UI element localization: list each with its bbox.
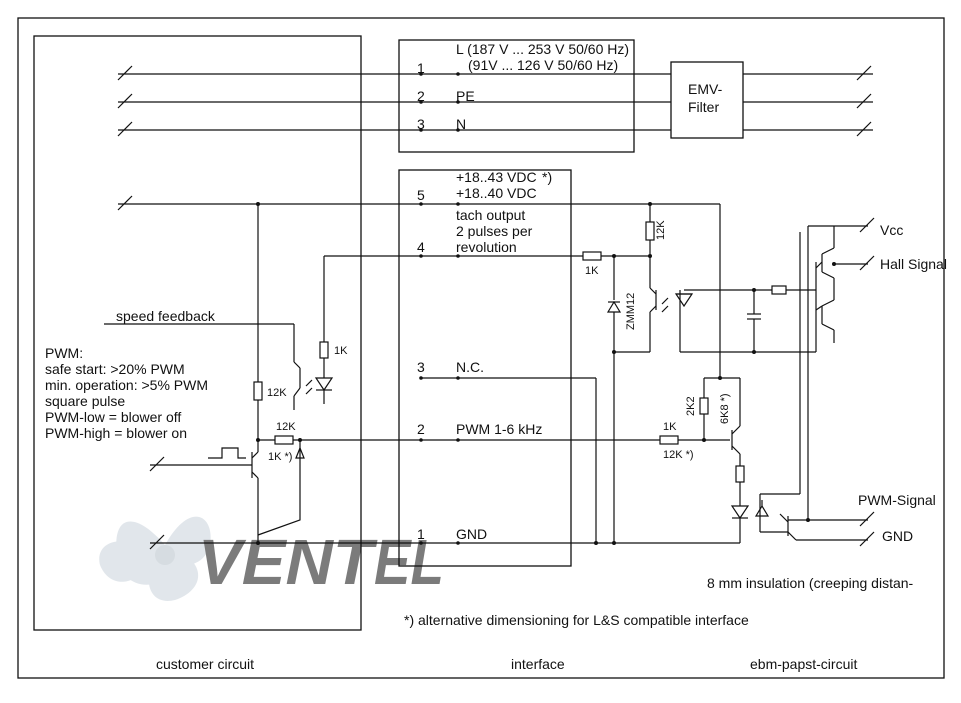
mains-n: N [456,116,466,132]
iface-tach-3: revolution [456,239,517,255]
ebm-wiring [582,202,875,547]
customer-r-1k: 1K [334,345,348,357]
watermark-el: EL [374,526,444,598]
insulation-note: 8 mm insulation (creeping distan- [707,575,914,591]
mains-l-line1: L (187 V ... 253 V 50/60 Hz) [456,41,629,57]
fan-logo-icon [99,516,211,601]
caption-ebm-papst-circuit: ebm-papst-circuit [750,656,857,672]
watermark-vent: VENT [198,526,378,598]
iface-tach-1: tach output [456,207,525,223]
iface-pin-3: 3 [417,359,425,375]
iface-pin-1: 1 [417,526,425,542]
customer-wiring [104,195,740,550]
mains-pin-1: 1 [417,60,425,76]
iface-pin-4: 4 [417,239,425,255]
ebm-r-12k: 12K [655,220,667,240]
iface-gnd: GND [456,526,487,542]
iface-pin-5: 5 [417,187,425,203]
pwm-signal-label: PWM-Signal [858,492,936,508]
iface-pin-2: 2 [417,421,425,437]
customer-r-1k-note: 1K *) [268,451,292,463]
mains-pe: PE [456,88,475,104]
mains-pin-2: 2 [417,88,425,104]
interface-connector-box [398,169,572,567]
iface-v40: +18..40 VDC [456,185,537,201]
pwm-note-2: min. operation: >5% PWM [45,377,208,393]
ebm-r-2k2: 2K2 [685,396,697,416]
ebm-r-1k: 1K [585,265,599,277]
customer-r-12k-vertical: 12K [267,387,287,399]
pwm-note-3: square pulse [45,393,125,409]
iface-pwm: PWM 1-6 kHz [456,421,542,437]
emv-filter-label-1: EMV- [688,81,723,97]
alternative-dimensioning-note: *) alternative dimensioning for L&S comp… [404,612,749,628]
iface-v43: +18..43 VDC [456,169,537,185]
mains-wiring [117,65,873,137]
emv-filter-label-2: Filter [688,99,719,115]
caption-interface: interface [511,656,565,672]
pwm-note-4: PWM-low = blower off [45,409,181,425]
hall-signal-label: Hall Signal [880,256,947,272]
mains-connector-box [398,39,635,153]
pwm-title: PWM: [45,345,83,361]
iface-tach-2: 2 pulses per [456,223,533,239]
vcc-label: Vcc [880,222,903,238]
ebm-gnd-label: GND [882,528,913,544]
customer-r-12k-horizontal: 12K [276,421,296,433]
ebm-r-6k8: 6K8 *) [719,393,731,424]
caption-customer-circuit: customer circuit [156,656,254,672]
customer-circuit-box [33,35,362,631]
iface-nc: N.C. [456,359,484,375]
ebm-r-12k-note: 12K *) [663,449,694,461]
speed-feedback-label: speed feedback [116,308,216,324]
mains-l-line2: (91V ... 126 V 50/60 Hz) [468,57,618,73]
mains-pin-3: 3 [417,116,425,132]
pwm-note-5: PWM-high = blower on [45,425,187,441]
emv-filter-box [670,61,744,139]
watermark: VENT EL [99,516,444,601]
iface-v43-note: *) [542,169,552,185]
outer-frame [17,17,945,679]
ebm-r-1k-pwm: 1K [663,421,677,433]
ebm-zener: ZMM12 [625,293,637,330]
pwm-note-1: safe start: >20% PWM [45,361,185,377]
